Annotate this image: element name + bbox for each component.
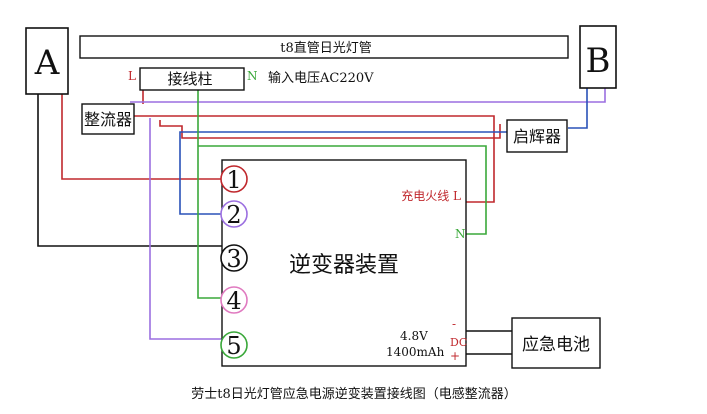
l-mark: L	[128, 69, 136, 83]
battery-label: 应急电池	[522, 335, 590, 355]
end-b-label: B	[586, 41, 611, 81]
wire-starter-to-port-2	[179, 131, 507, 215]
port-3-ring	[220, 244, 248, 272]
wire-b-to-starter	[568, 88, 588, 129]
diagram-caption: 劳士t8日光灯管应急电源逆变装置接线图（电感整流器）	[191, 386, 517, 402]
input-voltage-label: 输入电压AC220V	[268, 70, 374, 86]
port-4-label: 4	[226, 287, 241, 315]
wire-rectifier-to-port-5	[149, 118, 222, 340]
dc-plus-label: +	[450, 349, 460, 363]
port-1-ring	[220, 165, 248, 193]
port-2-ring	[220, 200, 248, 228]
dc-minus-label: -	[452, 317, 456, 331]
n-mark: N	[247, 69, 258, 83]
rectifier-label: 整流器	[84, 110, 132, 129]
terminal-block-label: 接线柱	[167, 70, 212, 88]
port-2-label: 2	[226, 201, 241, 229]
battery-spec-capacity: 1400mAh	[386, 345, 445, 359]
charge-neutral-label: N	[455, 227, 466, 241]
wire-a-to-port-3	[37, 94, 222, 247]
port-5-label: 5	[226, 332, 241, 360]
port-5-ring	[220, 331, 248, 359]
inverter-label: 逆变器装置	[289, 253, 399, 278]
inverter-box	[221, 159, 467, 367]
port-1-label: 1	[226, 166, 241, 194]
battery-spec-voltage: 4.8V	[400, 329, 428, 343]
battery-box	[511, 317, 601, 369]
dc-label: DC	[450, 336, 467, 349]
end-a-box	[25, 27, 69, 95]
wire-b-to-rectifier	[130, 88, 606, 103]
wire-n-to-port-4	[197, 86, 222, 299]
wire-a-to-port-1	[61, 94, 222, 180]
wire-n-to-charge-n	[198, 145, 487, 235]
terminal-block	[139, 67, 245, 91]
end-b-box	[579, 25, 617, 89]
rectifier-box	[81, 103, 135, 135]
tube	[79, 35, 569, 59]
port-4-ring	[220, 286, 248, 314]
port-3-label: 3	[226, 245, 241, 273]
wire-rectifier-to-port-2	[159, 120, 501, 139]
wire-rectifier-to-charge-l	[130, 115, 495, 203]
tube-label: t8直管日光灯管	[280, 41, 372, 56]
charge-live-label: 充电火线 L	[401, 188, 461, 203]
starter-label: 启辉器	[513, 127, 561, 146]
end-a-label: A	[34, 43, 60, 83]
starter-box	[506, 119, 568, 153]
